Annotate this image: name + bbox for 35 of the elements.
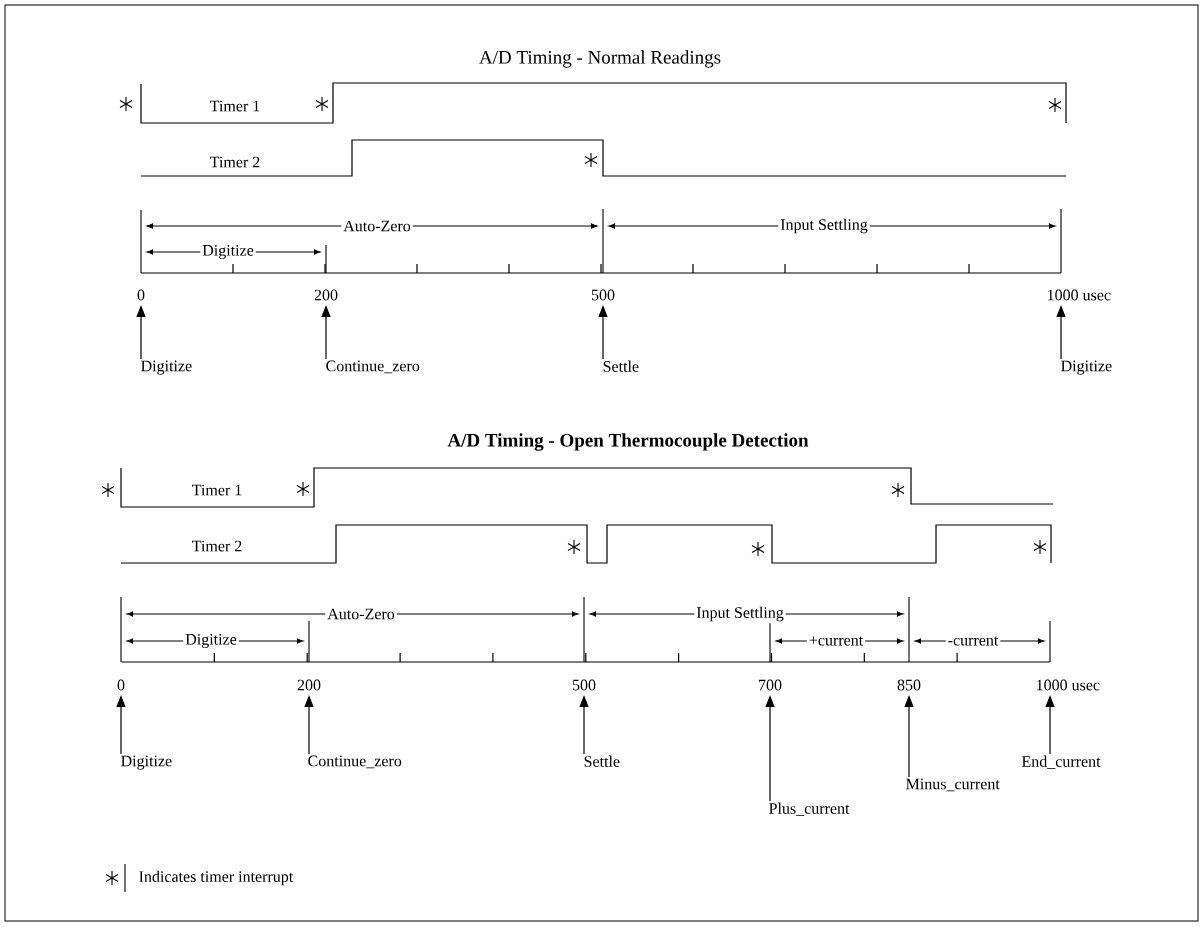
event-label: Settle (584, 755, 620, 767)
event-label: End_current (1021, 755, 1101, 769)
span-label: Auto-Zero (325, 606, 397, 622)
tick-label: 200 (297, 679, 321, 691)
event-label: Settle (603, 360, 639, 372)
event-label: Continue_zero (308, 755, 402, 769)
signal-label: Timer 2 (192, 540, 242, 552)
span-label: Input Settling (694, 604, 786, 624)
tick-label: 500 (591, 289, 615, 301)
span-label: Digitize (183, 632, 239, 651)
span-label: Input Settling (778, 216, 870, 236)
event-label: Plus_current (769, 802, 850, 816)
tick-label: 200 (314, 289, 338, 301)
signal-label: Timer 2 (210, 156, 260, 168)
tick-label: 500 (572, 679, 596, 691)
event-label: Digitize (141, 360, 192, 375)
tick-label: 850 (897, 679, 921, 691)
event-label: Digitize (1061, 360, 1112, 375)
tick-label: 0 (117, 679, 125, 691)
event-label: Digitize (121, 755, 172, 770)
span-label: Digitize (200, 243, 256, 262)
legend-text: Indicates timer interrupt (139, 870, 294, 886)
heading: A/D Timing - Normal Readings (479, 50, 721, 68)
tick-label: 1000 usec (1048, 289, 1111, 301)
span-label: +current (806, 634, 866, 648)
event-label: Continue_zero (326, 360, 420, 374)
tick-label: 0 (137, 289, 145, 301)
span-label: Auto-Zero (341, 218, 413, 234)
tick-label: 700 (759, 679, 782, 691)
heading: A/D Timing - Open Thermocouple Detection (447, 433, 809, 451)
signal-label: Timer 1 (210, 100, 260, 112)
event-label: Minus_current (906, 778, 1000, 792)
tick-label: 1000 usec (1037, 679, 1100, 691)
span-label: -current (945, 634, 1001, 648)
signal-label: Timer 1 (192, 484, 242, 496)
